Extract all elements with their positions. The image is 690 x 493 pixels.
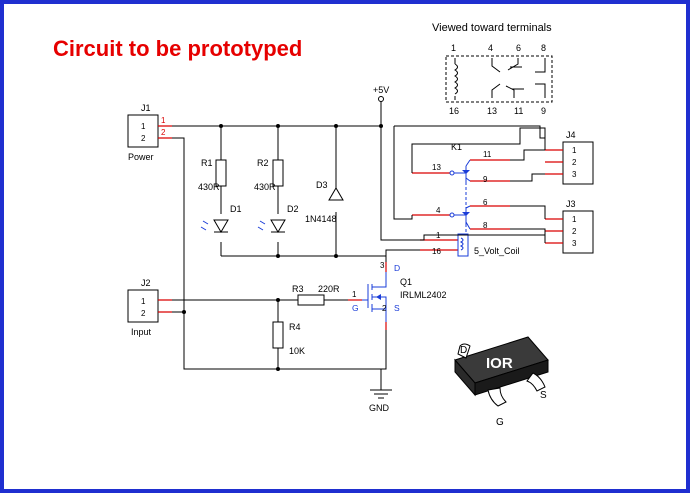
svg-text:G: G <box>352 303 359 313</box>
svg-text:6: 6 <box>483 198 488 207</box>
j2-body <box>127 289 159 323</box>
svg-text:1N4148: 1N4148 <box>305 214 337 224</box>
resistor-r2 <box>272 159 284 187</box>
svg-text:11: 11 <box>483 150 492 159</box>
svg-text:1: 1 <box>352 290 357 299</box>
svg-text:R4: R4 <box>289 322 301 332</box>
svg-text:D: D <box>394 263 400 273</box>
sot23-package-illustration: IOR D G S <box>454 336 549 428</box>
relay-coil-icon <box>454 63 458 95</box>
svg-text:2: 2 <box>161 128 166 137</box>
connector-j4: J4 1 2 3 <box>545 130 594 185</box>
svg-text:1: 1 <box>572 215 577 224</box>
vcc-terminal <box>378 96 384 102</box>
svg-text:R2: R2 <box>257 158 269 168</box>
svg-text:IRLML2402: IRLML2402 <box>400 290 447 300</box>
ground-icon <box>370 389 392 399</box>
svg-text:5_Volt_Coil: 5_Volt_Coil <box>474 246 520 256</box>
connector-j1: J1 1 2 Power 1 2 <box>127 103 172 162</box>
svg-text:220R: 220R <box>318 284 340 294</box>
relay-bottom-pin: 9 <box>541 106 546 116</box>
svg-text:Q1: Q1 <box>400 277 412 287</box>
svg-text:J4: J4 <box>566 130 576 140</box>
mosfet-q1: D G S 3 1 2 Q1 IRLML2402 <box>352 261 447 330</box>
svg-text:K1: K1 <box>451 142 462 152</box>
svg-text:430R: 430R <box>254 182 276 192</box>
svg-text:R1: R1 <box>201 158 213 168</box>
j2-name: Input <box>131 327 152 337</box>
led-d1-icon <box>213 219 229 233</box>
svg-text:3: 3 <box>572 170 577 179</box>
svg-text:2: 2 <box>572 227 577 236</box>
j4-body <box>562 141 594 185</box>
j1-body <box>127 114 159 148</box>
relay-top-pin: 4 <box>488 43 493 53</box>
relay-bottom-pin: 16 <box>449 106 459 116</box>
relay-top-pin: 6 <box>516 43 521 53</box>
relay-top-pin: 8 <box>541 43 546 53</box>
svg-text:G: G <box>496 417 504 428</box>
svg-text:D2: D2 <box>287 204 299 214</box>
relay-top-pin: 1 <box>451 43 456 53</box>
resistor-r4 <box>272 321 284 349</box>
svg-text:9: 9 <box>483 175 488 184</box>
svg-text:3: 3 <box>572 239 577 248</box>
gnd-rail <box>172 137 381 370</box>
svg-text:R3: R3 <box>292 284 304 294</box>
relay-outline <box>445 55 553 103</box>
relay-k1: K1 13 11 9 4 6 8 1 16 5_Volt_Coil <box>412 142 520 257</box>
package-marking: IOR <box>486 355 513 372</box>
svg-text:J2: J2 <box>141 278 151 288</box>
svg-text:8: 8 <box>483 221 488 230</box>
j1-name: Power <box>128 152 154 162</box>
svg-text:D: D <box>460 345 467 356</box>
relay-pinout-view: Viewed toward terminals 1 4 6 8 16 13 11… <box>432 22 553 116</box>
vcc-label: +5V <box>373 85 389 95</box>
resistor-r3 <box>297 294 325 306</box>
led-d1-rays-icon <box>200 220 209 231</box>
page-title: Circuit to be prototyped <box>53 36 302 61</box>
svg-text:D3: D3 <box>316 180 328 190</box>
j3-body <box>562 210 594 254</box>
led-d2-rays-icon <box>257 220 266 231</box>
j1-ref: J1 <box>141 103 151 113</box>
svg-text:2: 2 <box>382 304 387 313</box>
svg-text:1: 1 <box>161 116 166 125</box>
svg-text:13: 13 <box>432 163 441 172</box>
svg-text:16: 16 <box>432 247 441 256</box>
relay-view-caption: Viewed toward terminals <box>432 22 552 34</box>
relay-bottom-pin: 11 <box>514 106 523 116</box>
svg-text:1: 1 <box>141 122 146 131</box>
svg-text:1: 1 <box>141 297 146 306</box>
svg-text:430R: 430R <box>198 182 220 192</box>
svg-text:4: 4 <box>436 206 441 215</box>
resistor-r1 <box>215 159 227 187</box>
svg-text:10K: 10K <box>289 346 305 356</box>
svg-text:2: 2 <box>141 134 146 143</box>
svg-text:3: 3 <box>380 261 385 270</box>
svg-text:D1: D1 <box>230 204 242 214</box>
connector-j3: J3 1 2 3 <box>545 199 594 254</box>
svg-text:2: 2 <box>572 158 577 167</box>
svg-text:1: 1 <box>572 146 577 155</box>
relay-bottom-pin: 13 <box>487 106 497 116</box>
svg-text:S: S <box>394 303 400 313</box>
svg-text:J3: J3 <box>566 199 576 209</box>
svg-text:2: 2 <box>141 309 146 318</box>
svg-text:GND: GND <box>369 403 390 413</box>
svg-text:S: S <box>540 390 547 401</box>
led-d2-icon <box>270 219 286 233</box>
connector-j2: J2 1 2 Input <box>127 278 172 337</box>
